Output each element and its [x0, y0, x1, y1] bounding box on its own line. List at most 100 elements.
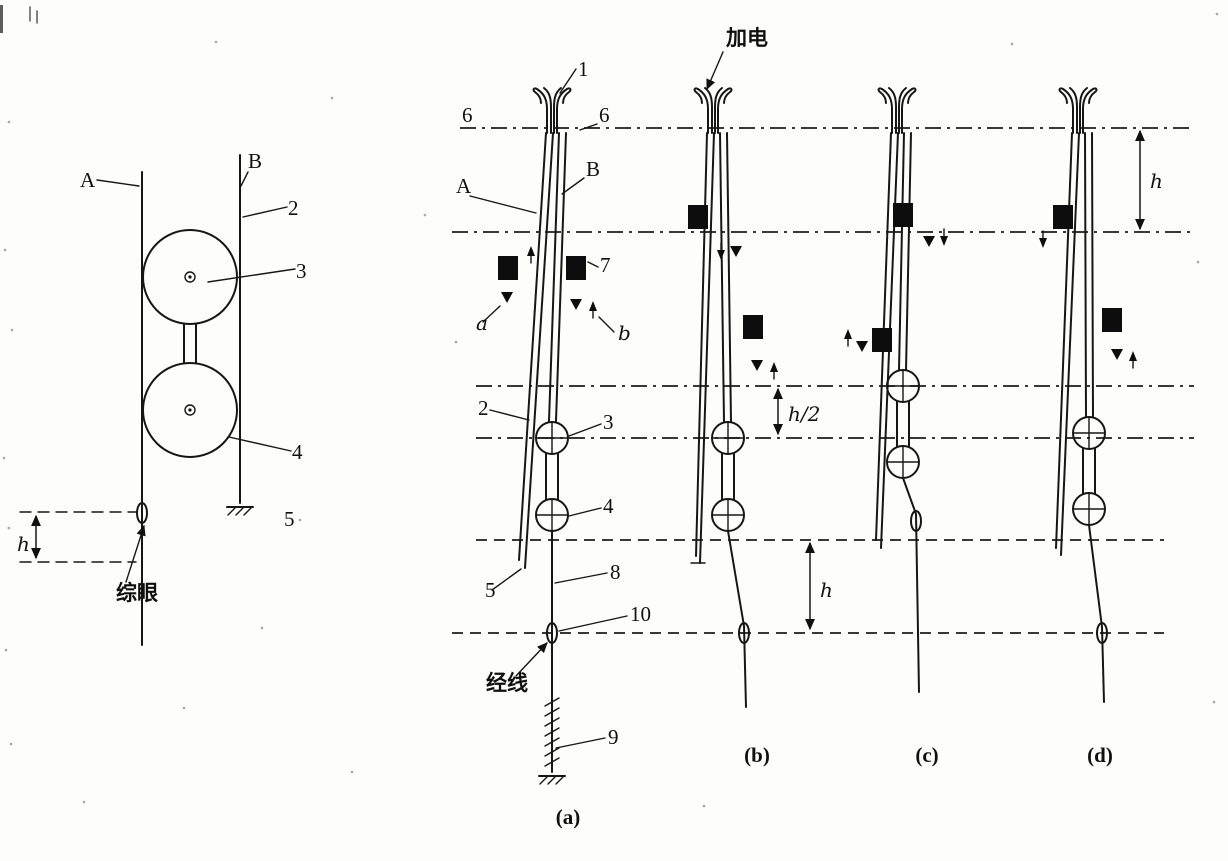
selector-hook: [693, 87, 733, 134]
lower-pulley-axle: [184, 404, 196, 416]
label-part-10: 10: [630, 602, 651, 626]
strip-b: [898, 132, 912, 371]
leader-5: [491, 568, 522, 591]
label-dim-h: h: [17, 532, 30, 556]
power-pointer: [706, 51, 724, 91]
mechanism-d: (d): [1038, 87, 1138, 767]
motion-arrow-up: [588, 300, 598, 319]
label-part-7: 7: [600, 253, 611, 277]
motion-arrow-down: [1111, 349, 1123, 360]
strip-a: [518, 132, 554, 569]
label-part-6-right: 6: [599, 103, 610, 127]
mechanism-b: 加电 (b): [688, 27, 779, 767]
label-part-6-left: 6: [462, 103, 473, 127]
motion-arrow-up: [843, 328, 853, 347]
motion-arrow-up: [526, 245, 536, 264]
upper-guide-pulley: [711, 421, 745, 455]
label-cord-b: B: [586, 157, 600, 181]
label-arrow-b: b: [618, 321, 631, 345]
lower-guide-pulley: [886, 445, 920, 479]
leader-4: [228, 436, 292, 452]
electromagnet-left: [688, 205, 708, 229]
selector-hook: [1058, 87, 1098, 134]
strip-a: [695, 132, 715, 564]
strip-b: [548, 132, 567, 422]
electromagnet-top: [893, 203, 913, 227]
electromagnet-right: [743, 315, 763, 339]
motion-arrow-down: [751, 360, 763, 371]
electromagnet-left: [498, 256, 518, 280]
label-part-5: 5: [284, 507, 295, 531]
heald-wire: [1088, 524, 1105, 703]
motion-arrow-down: [856, 341, 868, 352]
leader-4: [568, 507, 602, 517]
label-part-2: 2: [478, 396, 489, 420]
motion-arrow-up: [769, 361, 779, 380]
leader-8: [554, 572, 608, 584]
electromagnet-mid: [872, 328, 892, 352]
heald-wire: [727, 530, 747, 708]
label-heddle-eye: 综眼: [116, 581, 158, 605]
pulley-schematic: A B 2 3 4 5 h 综眼: [17, 149, 307, 646]
return-spring: [544, 697, 560, 767]
lower-guide-pulley: [711, 498, 745, 532]
label-part-1: 1: [578, 57, 589, 81]
leader-b: [240, 171, 249, 187]
label-part-9: 9: [608, 725, 619, 749]
dimension-annotations: h h/2 h: [772, 129, 1163, 631]
lower-pulley-center-dot: [188, 408, 192, 412]
electromagnet-left: [1053, 205, 1073, 229]
strip-b: [1084, 132, 1094, 418]
scan-dots: [2, 12, 1219, 808]
motion-arrow-down: [570, 299, 582, 310]
leader-10: [558, 615, 628, 632]
label-part-5: 5: [485, 578, 496, 602]
strip-b: [719, 132, 732, 423]
leader-1: [559, 68, 577, 94]
label-part-8: 8: [610, 560, 621, 584]
caption-a: (a): [556, 805, 581, 829]
caption-d: (d): [1087, 743, 1113, 767]
label-part-4: 4: [292, 440, 303, 464]
mechanism-a: 1 A B 7 a b 2 3 4 5 8 10 经线 9 (a): [456, 57, 651, 829]
leader-a: [96, 179, 140, 187]
motion-arrow-down: [923, 236, 935, 247]
label-dim-h-top: h: [1150, 169, 1163, 193]
upper-guide-pulley: [535, 421, 569, 455]
upper-pulley-axle: [184, 271, 196, 283]
upper-pulley-center-dot: [188, 275, 192, 279]
leader-3: [568, 423, 602, 437]
lower-guide-pulley: [535, 498, 569, 532]
label-part-4: 4: [603, 494, 614, 518]
motion-arrow-down: [1038, 230, 1048, 249]
leader-2: [242, 206, 288, 218]
ground-symbol: [538, 775, 566, 785]
lower-guide-pulley: [1072, 492, 1106, 526]
upper-guide-pulley: [886, 369, 920, 403]
warp-pointer: [515, 642, 548, 677]
label-apply-power: 加电: [725, 27, 768, 50]
leader-arrow-a: [482, 305, 501, 323]
lower-pulley: [142, 362, 238, 458]
leader-b-cord: [561, 177, 585, 195]
motion-arrow-down: [501, 292, 513, 303]
label-warp-thread: 经线: [486, 671, 528, 695]
leader-a-cord: [469, 195, 537, 214]
label-cord-a: A: [456, 174, 472, 198]
scan-edge-mark: [0, 5, 3, 33]
ground-symbol: [226, 506, 254, 516]
selector-hook: [532, 87, 572, 134]
leader-2: [489, 409, 530, 421]
leader-arrow-b: [598, 316, 615, 333]
label-cord-a: A: [80, 168, 96, 192]
leader-6-right: [579, 123, 598, 131]
caption-c: (c): [915, 743, 938, 767]
selector-hook: [877, 87, 917, 134]
label-dim-h-half: h/2: [788, 402, 820, 426]
motion-arrow-up: [1128, 350, 1138, 369]
label-part-3: 3: [296, 259, 307, 283]
leader-7: [587, 261, 599, 268]
heald-wire: [902, 477, 920, 693]
electromagnet-right: [1102, 308, 1122, 332]
